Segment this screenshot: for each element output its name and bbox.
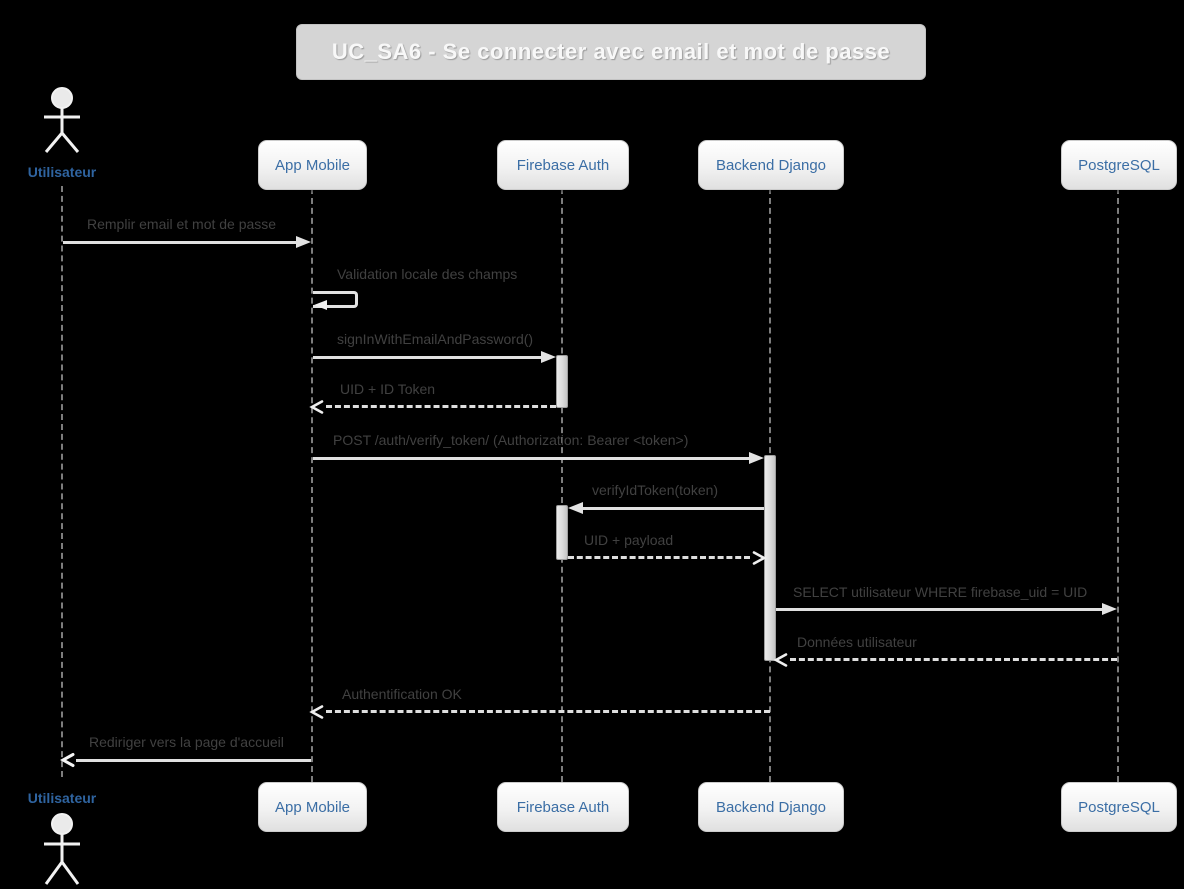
arrowhead-open-left-icon — [309, 705, 324, 719]
lifeline-utilisateur — [61, 186, 63, 777]
activation-bar-firebase-1 — [556, 355, 568, 408]
arrowhead-right-icon — [296, 236, 311, 248]
arrowhead-open-left-icon — [309, 400, 324, 414]
participant-label: PostgreSQL — [1078, 156, 1160, 174]
message-return-arrow — [790, 658, 1117, 661]
message-label: signInWithEmailAndPassword() — [337, 331, 534, 347]
participant-firebase-auth-top: Firebase Auth — [497, 140, 629, 190]
participant-backend-django-bottom: Backend Django — [698, 782, 844, 832]
message-label: verifyIdToken(token) — [592, 482, 719, 498]
participant-label: Backend Django — [715, 156, 827, 174]
message-label: Validation locale des champs — [337, 266, 518, 282]
participant-label: App Mobile — [274, 798, 351, 816]
participant-postgresql-bottom: PostgreSQL — [1061, 782, 1177, 832]
arrowhead-right-icon — [1102, 603, 1117, 615]
arrowhead-right-icon — [541, 351, 556, 363]
message-arrow — [313, 457, 750, 460]
arrowhead-open-left-icon — [60, 753, 75, 767]
message-label: Données utilisateur — [797, 634, 917, 650]
message-label: Rediriger vers la page d'accueil — [89, 734, 284, 750]
arrowhead-open-right-icon — [752, 551, 767, 565]
participant-label: Firebase Auth — [516, 156, 610, 174]
message-label: UID + ID Token — [340, 381, 436, 397]
arrowhead-open-left-icon — [773, 653, 788, 667]
message-return-arrow — [326, 405, 556, 408]
message-arrow — [583, 507, 764, 510]
lifeline-app-mobile — [311, 188, 313, 782]
lifeline-firebase-auth — [561, 188, 563, 782]
participant-app-mobile-bottom: App Mobile — [258, 782, 367, 832]
participant-backend-django-top: Backend Django — [698, 140, 844, 190]
message-arrow — [63, 241, 297, 244]
message-label: SELECT utilisateur WHERE firebase_uid = … — [793, 584, 1088, 600]
activation-bar-firebase-2 — [556, 505, 568, 560]
participant-app-mobile-top: App Mobile — [258, 140, 367, 190]
actor-label-top: Utilisateur — [27, 164, 97, 180]
lifeline-postgresql — [1117, 188, 1119, 782]
message-arrow — [313, 356, 542, 359]
message-return-arrow — [326, 710, 770, 713]
message-arrow — [76, 759, 311, 762]
title-box: UC_SA6 - Se connecter avec email et mot … — [296, 24, 926, 80]
message-label: POST /auth/verify_token/ (Authorization:… — [333, 432, 689, 448]
diagram-title: UC_SA6 - Se connecter avec email et mot … — [331, 39, 891, 64]
actor-stick-figure-icon-top — [44, 87, 80, 153]
message-label: Authentification OK — [342, 686, 462, 702]
message-return-arrow — [568, 556, 750, 559]
participant-label: PostgreSQL — [1078, 798, 1160, 816]
actor-label-bottom: Utilisateur — [27, 790, 97, 806]
participant-postgresql-top: PostgreSQL — [1061, 140, 1177, 190]
arrowhead-right-icon — [749, 452, 764, 464]
participant-firebase-auth-bottom: Firebase Auth — [497, 782, 629, 832]
self-message-loop — [313, 291, 358, 308]
message-arrow — [776, 608, 1103, 611]
message-label: UID + payload — [584, 532, 674, 548]
participant-label: Backend Django — [715, 798, 827, 816]
arrowhead-left-icon — [314, 300, 327, 310]
actor-stick-figure-icon-bottom — [44, 813, 80, 885]
arrowhead-left-icon — [568, 502, 583, 514]
message-label: Remplir email et mot de passe — [87, 216, 277, 232]
participant-label: Firebase Auth — [516, 798, 610, 816]
participant-label: App Mobile — [274, 156, 351, 174]
